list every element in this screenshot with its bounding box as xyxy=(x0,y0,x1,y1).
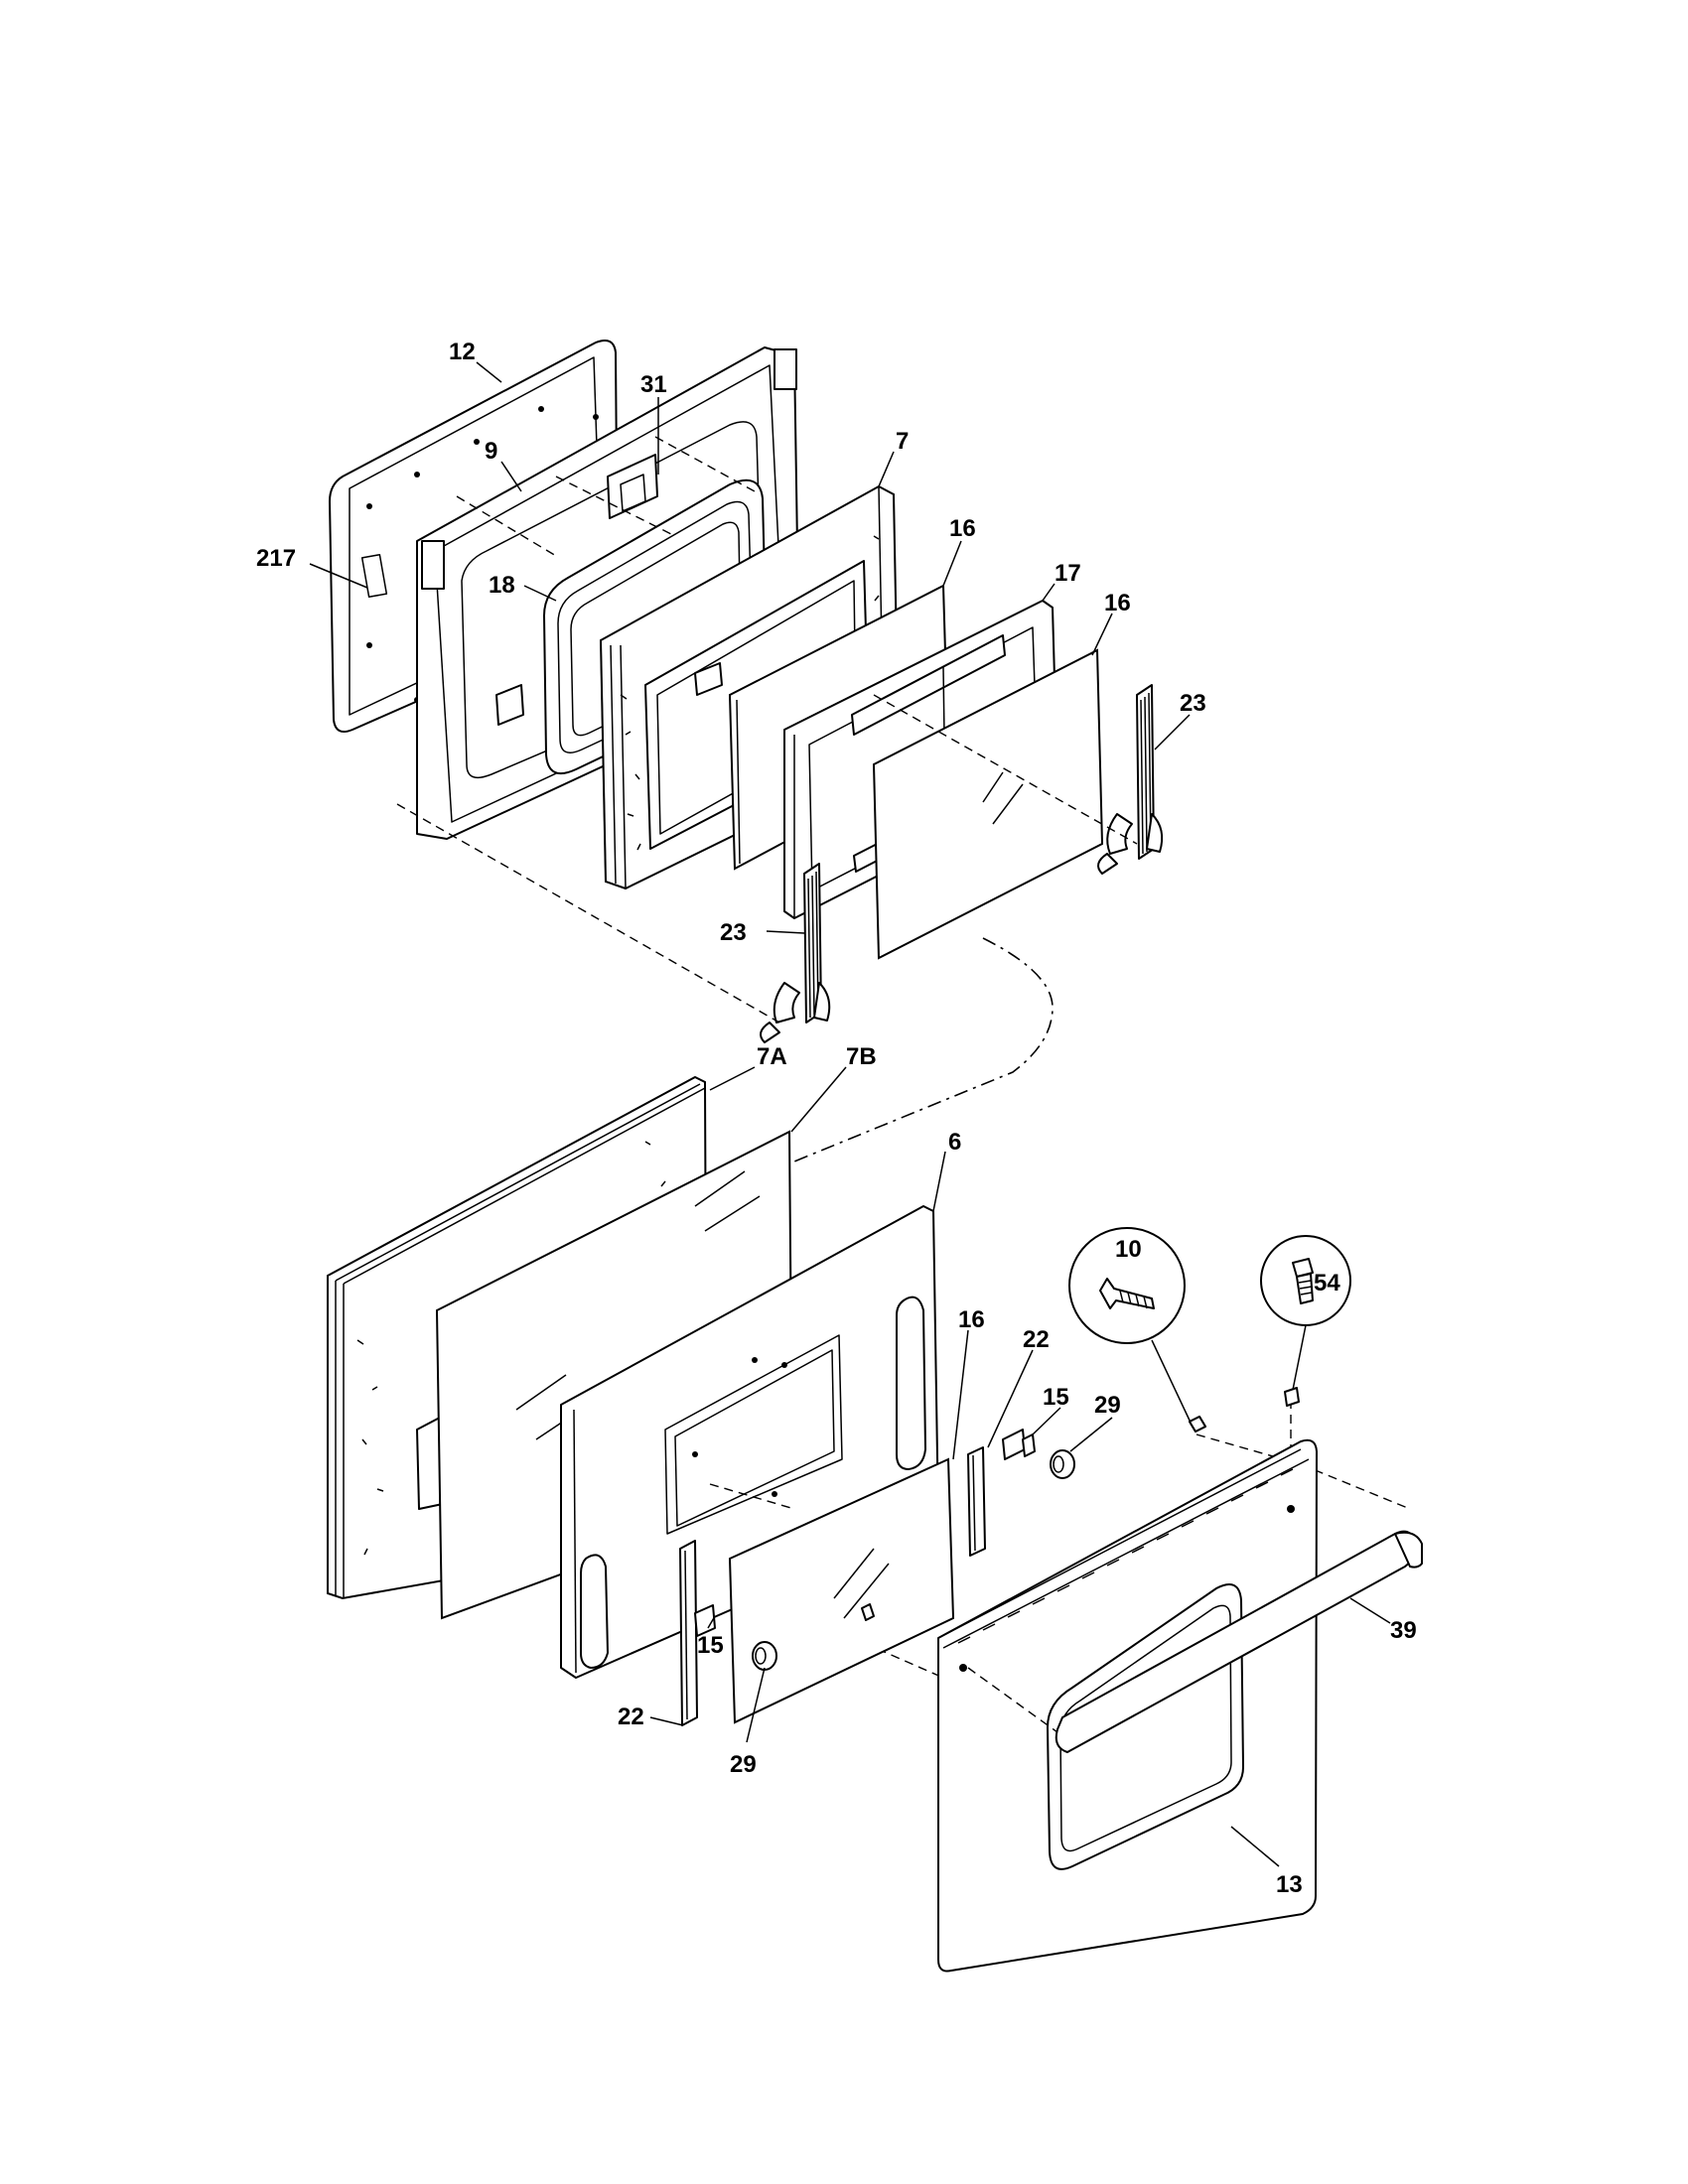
callout-7A: 7A xyxy=(757,1043,787,1070)
callout-22-left: 22 xyxy=(618,1704,644,1730)
glass-panel-part-16-lower xyxy=(728,1457,955,1724)
hinge-channel-part-22-right xyxy=(967,1446,986,1557)
callout-15-left: 15 xyxy=(697,1632,724,1659)
callout-17: 17 xyxy=(1055,560,1081,587)
callout-10: 10 xyxy=(1115,1236,1142,1263)
bracket-part-15-right xyxy=(1002,1429,1036,1460)
callout-22-right: 22 xyxy=(1023,1326,1050,1353)
callout-15-right: 15 xyxy=(1043,1384,1069,1411)
callout-12: 12 xyxy=(449,339,476,365)
callout-29-right: 29 xyxy=(1094,1392,1121,1419)
callout-23-right: 23 xyxy=(1180,690,1206,717)
upper-alignment-lines xyxy=(396,436,1138,1024)
callout-7B: 7B xyxy=(846,1043,877,1070)
bracket-part-15-left xyxy=(694,1604,716,1637)
callout-217: 217 xyxy=(256,545,296,572)
assembly-connector-line xyxy=(793,937,1054,1162)
callout-54: 54 xyxy=(1314,1270,1340,1297)
callout-9: 9 xyxy=(485,438,497,465)
callout-13: 13 xyxy=(1276,1871,1303,1898)
callout-labels: 12 31 9 7 217 18 16 17 16 23 23 7A 7B 6 … xyxy=(256,339,1417,1898)
screw-parts-lower xyxy=(861,1416,1206,1621)
hinge-channel-part-22-left xyxy=(679,1540,698,1726)
callout-23-left: 23 xyxy=(720,919,747,946)
vent-slots xyxy=(957,1468,1294,1644)
callout-16-upper-right: 16 xyxy=(1104,590,1131,616)
callout-18: 18 xyxy=(489,572,515,599)
callout-39: 39 xyxy=(1390,1617,1417,1644)
door-hinge-part-23-left xyxy=(760,863,831,1043)
callout-16-lower: 16 xyxy=(958,1306,985,1333)
door-hinge-part-23-right xyxy=(1097,684,1164,875)
callout-6: 6 xyxy=(948,1129,961,1156)
callout-29-left: 29 xyxy=(730,1751,757,1778)
leader-lines xyxy=(309,361,1391,1867)
door-handle-part-39 xyxy=(1055,1530,1423,1753)
bumper-part-29-right xyxy=(1050,1449,1075,1479)
callout-7: 7 xyxy=(896,428,909,455)
callout-16-upper: 16 xyxy=(949,515,976,542)
callout-31: 31 xyxy=(640,371,667,398)
glass-panel-part-16-upper-right xyxy=(872,648,1104,960)
screw-detail-part-54 xyxy=(1260,1235,1351,1407)
bumper-part-29-left xyxy=(752,1641,777,1671)
